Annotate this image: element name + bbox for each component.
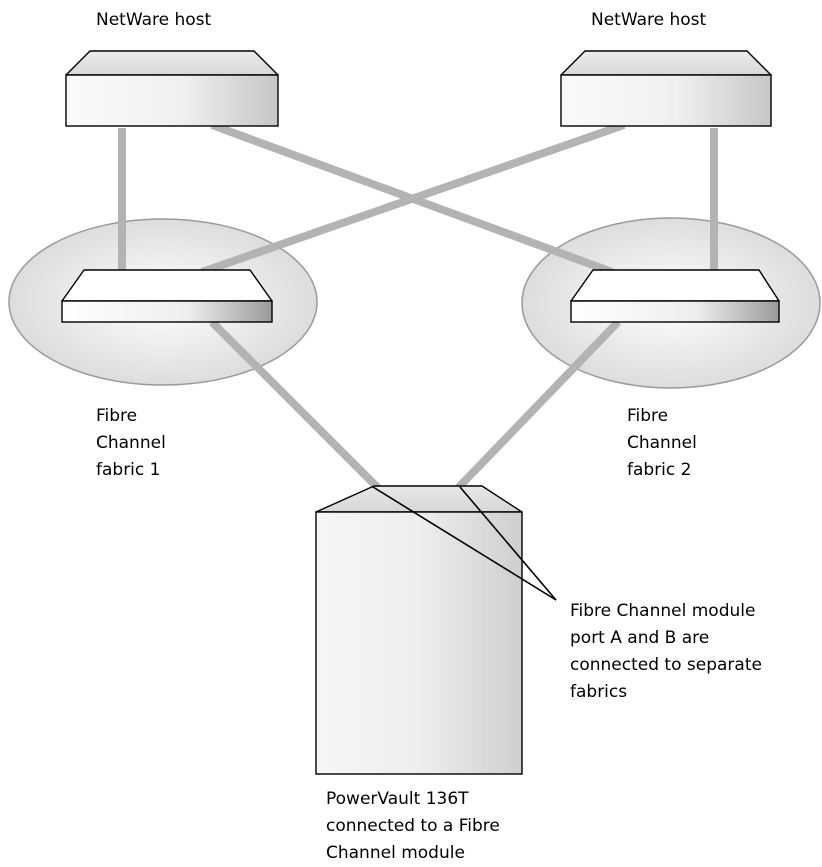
callout-text: Fibre Channel module port A and B are co… <box>570 601 762 702</box>
callout-pointer <box>372 486 557 601</box>
powervault-136t <box>315 485 523 775</box>
netware-host-2 <box>560 50 772 127</box>
fabric-2-switch <box>570 269 780 323</box>
fabric-2-label: Fibre Channel fabric 2 <box>627 406 697 480</box>
cable-fabric1-storage <box>209 319 381 491</box>
cables <box>118 121 718 491</box>
host-1-label: NetWare host <box>96 10 212 30</box>
host-2-label: NetWare host <box>591 10 707 30</box>
cable-host2-fabric1 <box>200 121 626 276</box>
storage-label: PowerVault 136T connected to a Fibre Cha… <box>326 789 500 863</box>
netware-host-1 <box>65 50 279 127</box>
fabric-1-label: Fibre Channel fabric 1 <box>96 406 166 480</box>
cable-fabric2-storage <box>455 319 621 491</box>
fabric-1-switch <box>61 269 273 323</box>
